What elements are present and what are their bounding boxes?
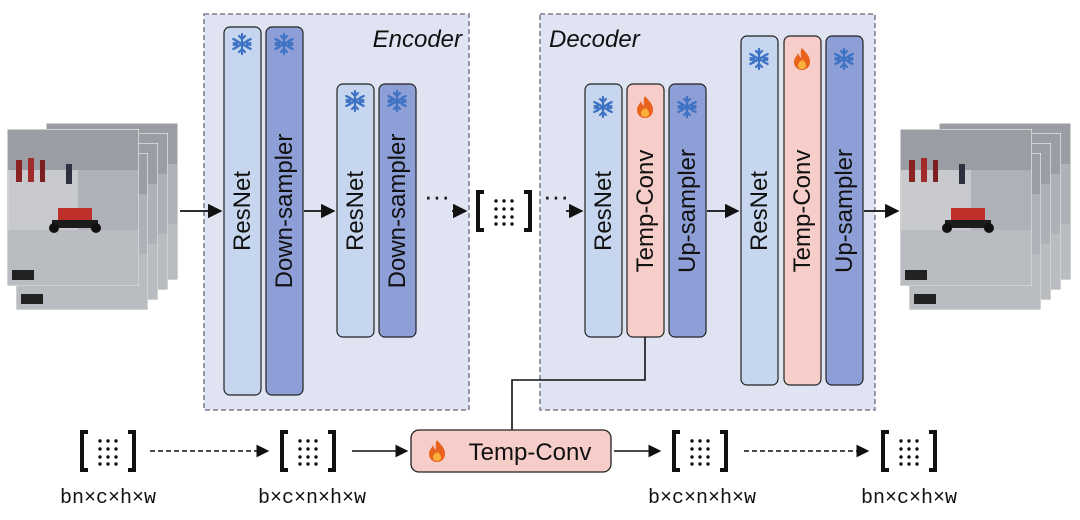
block-label: Temp-Conv [789, 150, 816, 273]
decoder-upsampler-2: Up-sampler [825, 35, 864, 386]
block-label: Down-sampler [384, 134, 411, 289]
decoder-tempconv-1: Temp-Conv [626, 83, 665, 338]
shape-label: bn×c×h×w [60, 487, 156, 510]
shape-label: b×c×n×h×w [258, 487, 366, 510]
tensor-matrix-icon [881, 430, 937, 472]
latent-matrix-icon [476, 190, 532, 232]
block-label: Temp-Conv [632, 150, 659, 273]
bottom-tempconv-block: Temp-Conv [410, 429, 612, 473]
decoder-resnet-2: ResNet [740, 35, 779, 386]
block-label: ResNet [229, 171, 256, 251]
tensor-matrix-icon [80, 430, 136, 472]
decoder-title: Decoder [549, 26, 641, 53]
decoder-upsampler-1: Up-sampler [668, 83, 707, 338]
tempconv-connector-line [511, 337, 646, 431]
decoder-resnet-1: ResNet [584, 83, 623, 338]
block-label: Down-sampler [271, 134, 298, 289]
tensor-matrix-icon [280, 430, 336, 472]
bottom-tempconv-label: Temp-Conv [469, 439, 592, 466]
block-label: Up-sampler [674, 149, 701, 273]
encoder-downsampler-1: Down-sampler [265, 26, 304, 396]
ellipsis-encoder: ··· [424, 181, 450, 211]
ellipsis-decoder: ··· [543, 181, 569, 211]
encoder-resnet-1: ResNet [223, 26, 262, 396]
tensor-matrix-icon [672, 430, 728, 472]
input-video-frames [7, 123, 178, 310]
shape-label: bn×c×h×w [861, 487, 957, 510]
block-label: Up-sampler [831, 149, 858, 273]
output-video-frames [900, 123, 1071, 310]
block-label: ResNet [342, 171, 369, 251]
block-label: ResNet [746, 171, 773, 251]
shape-label: b×c×n×h×w [648, 487, 756, 510]
encoder-downsampler-2: Down-sampler [378, 83, 417, 338]
encoder-title: Encoder [373, 26, 463, 53]
block-label: ResNet [590, 171, 617, 251]
decoder-tempconv-2: Temp-Conv [783, 35, 822, 386]
encoder-resnet-2: ResNet [336, 83, 375, 338]
